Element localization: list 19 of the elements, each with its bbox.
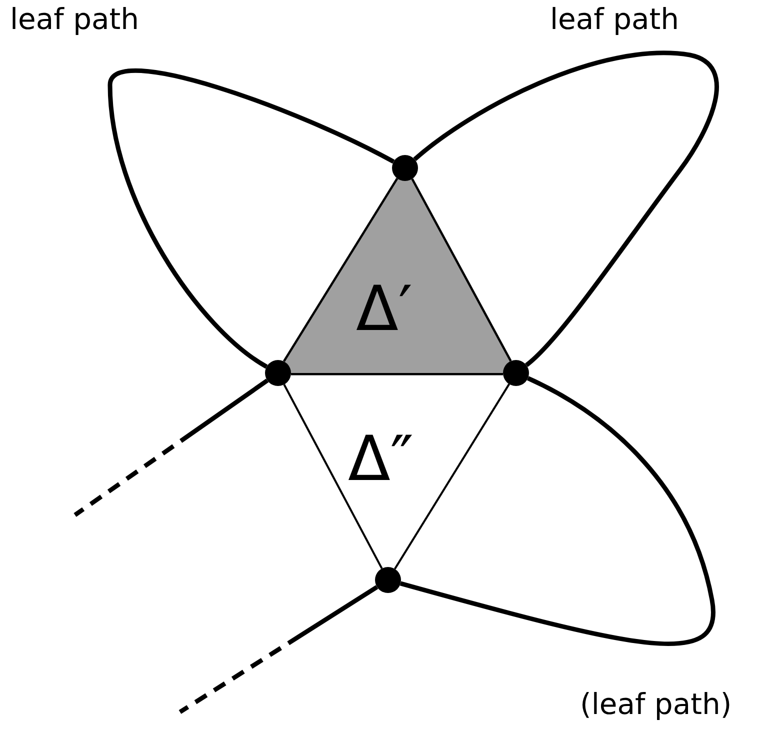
vertex-dot xyxy=(375,567,401,593)
line xyxy=(291,370,503,376)
edge-label: leaf path xyxy=(10,5,140,34)
vertex-dot xyxy=(265,360,291,386)
dashed-line xyxy=(74,378,269,517)
edge-label: leaf path xyxy=(550,5,680,34)
edge-label: (leaf path) xyxy=(580,690,732,719)
vertex-dot xyxy=(503,360,529,386)
triangle-label: Δ′ xyxy=(356,278,412,340)
loop-path xyxy=(413,50,719,367)
triangle-label: Δ″ xyxy=(348,428,414,490)
loop-path xyxy=(400,376,716,646)
line xyxy=(283,384,383,569)
line xyxy=(282,178,400,364)
loop-path xyxy=(108,68,395,369)
line xyxy=(394,384,510,570)
dashed-line xyxy=(178,585,378,714)
line xyxy=(409,178,512,363)
vertex-dot xyxy=(392,155,418,181)
